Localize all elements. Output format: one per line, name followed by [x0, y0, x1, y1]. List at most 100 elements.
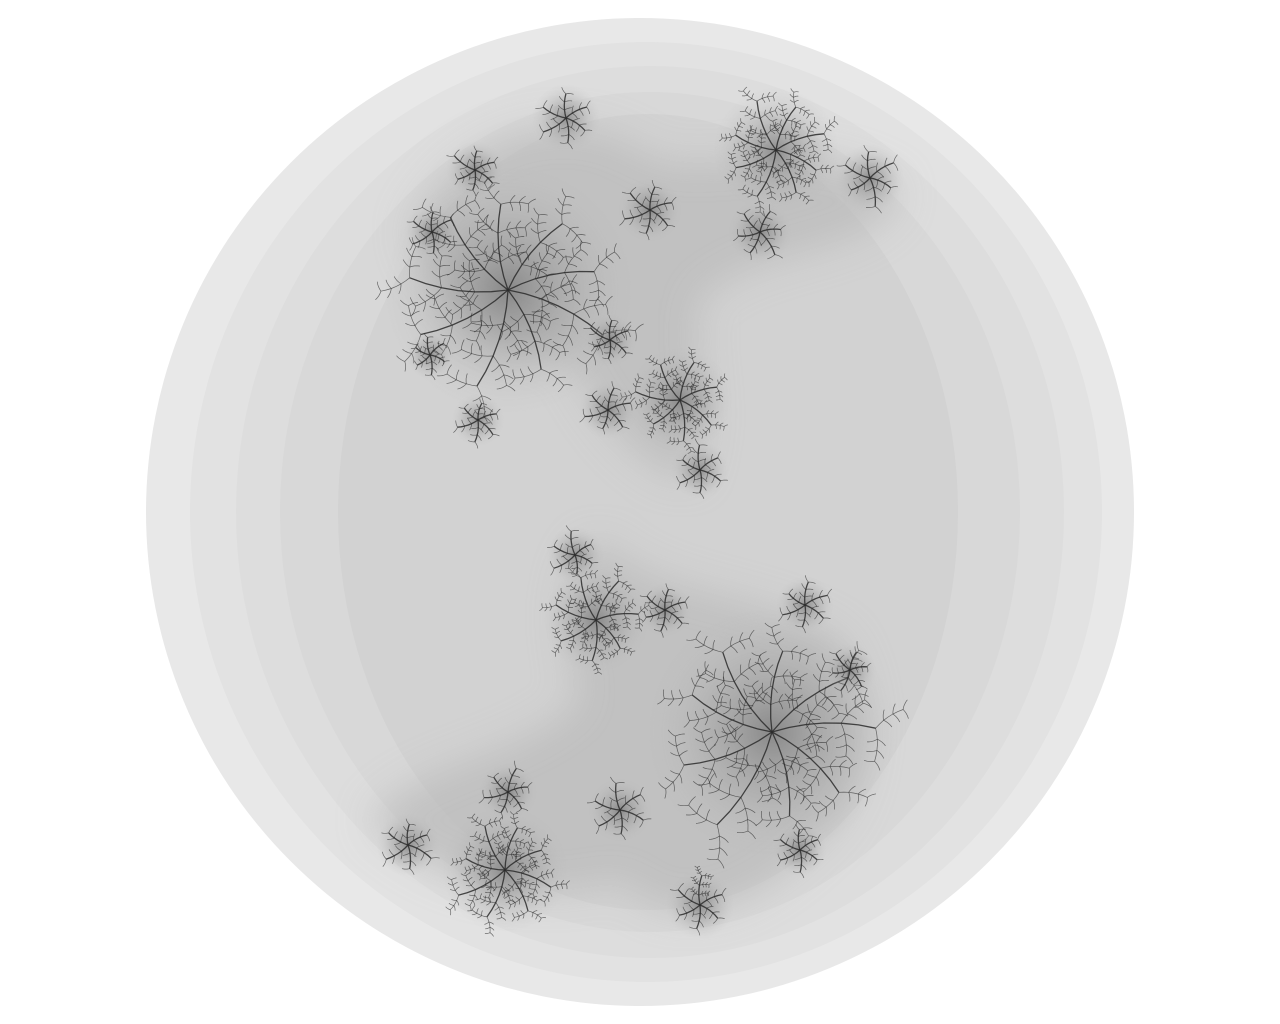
fractal-branch	[704, 892, 707, 896]
fractal-branch	[542, 895, 548, 898]
fractal-branch	[705, 669, 714, 676]
fractal-branch	[578, 102, 582, 110]
fractal-branch	[778, 108, 783, 112]
fractal-branch	[582, 646, 597, 649]
fractal-branch	[454, 179, 459, 185]
fractal-branch	[469, 212, 478, 215]
fractal-branch	[714, 668, 717, 678]
fractal-branch	[800, 123, 806, 126]
fractal-branch	[477, 220, 479, 230]
fractal-branch	[791, 651, 793, 660]
fractal-branch	[808, 154, 811, 159]
fractal-branch	[586, 100, 591, 108]
fractal-branch	[840, 699, 865, 724]
fractal-branch	[594, 793, 599, 802]
fractal-branch	[629, 192, 651, 211]
fractal-branch	[547, 252, 556, 258]
fractal-branch	[571, 566, 578, 569]
fractal-branch	[564, 272, 574, 300]
fractal-branch	[558, 96, 565, 103]
spiral-small-4	[733, 204, 786, 261]
fractal-branch	[519, 866, 524, 871]
fractal-branch	[560, 276, 565, 288]
fractal-branch	[571, 324, 579, 335]
fractal-branch	[594, 671, 599, 675]
fractal-branch	[591, 619, 598, 661]
fractal-branch	[715, 424, 717, 429]
fractal-branch	[829, 119, 831, 125]
fractal-branch	[866, 666, 869, 673]
fractal-branch	[766, 223, 771, 231]
fractal-branch	[705, 472, 708, 480]
fractal-branch	[424, 222, 428, 230]
fractal-branch	[810, 713, 822, 719]
fractal-branch	[571, 274, 578, 284]
fractal-branch	[670, 605, 676, 612]
fractal-branch	[433, 238, 440, 243]
fractal-branch	[841, 666, 845, 673]
fractal-branch	[614, 329, 617, 337]
fractal-branch	[517, 801, 525, 804]
fractal-branch	[802, 780, 811, 786]
fractal-branch	[767, 91, 771, 97]
fractal-branch	[565, 883, 568, 890]
fractal-branch	[863, 183, 866, 191]
fractal-branch	[782, 650, 809, 657]
fractal-branch	[467, 407, 472, 414]
fractal-branch	[602, 585, 608, 589]
fractal-branch	[569, 636, 575, 649]
fractal-branch	[519, 881, 522, 887]
fractal-branch	[654, 608, 660, 614]
fractal-branch	[483, 258, 493, 262]
fractal-branch	[455, 857, 459, 863]
fractal-branch	[814, 121, 820, 126]
fractal-branch	[406, 824, 410, 846]
fractal-branch	[755, 819, 763, 826]
fractal-branch	[543, 117, 567, 133]
fractal-branch	[693, 399, 698, 403]
fractal-branch	[496, 385, 507, 390]
fractal-branch	[694, 375, 697, 380]
fractal-branch	[823, 121, 835, 134]
fractal-branch	[550, 291, 559, 301]
fractal-branch	[527, 893, 532, 897]
fractal-branch	[616, 426, 623, 432]
spiral-small-17	[773, 823, 824, 879]
fractal-branch	[457, 271, 465, 279]
fractal-branch	[584, 633, 598, 637]
fractal-branch	[883, 719, 893, 728]
fractal-branch	[705, 366, 710, 369]
fractal-branch	[639, 595, 648, 597]
fractal-branch	[701, 728, 711, 733]
fractal-branch	[836, 667, 839, 674]
fractal-branch	[659, 597, 666, 604]
fractal-branch	[734, 709, 742, 717]
fractal-branch	[807, 176, 813, 180]
fractal-branch	[751, 149, 755, 154]
fractal-branch	[756, 775, 766, 784]
fractal-branch	[780, 224, 786, 230]
fractal-branch	[426, 858, 432, 866]
fractal-branch	[699, 469, 703, 493]
fractal-branch	[472, 294, 479, 304]
fractal-branch	[565, 525, 572, 532]
fractal-branch	[705, 664, 709, 674]
fractal-branch	[560, 134, 569, 137]
fractal-branch	[701, 477, 708, 483]
fractal-branch	[623, 602, 633, 614]
fractal-branch	[565, 117, 586, 131]
fractal-branch	[597, 413, 602, 421]
fractal-branch	[553, 550, 561, 554]
fractal-branch	[775, 106, 797, 151]
fractal-branch	[506, 346, 512, 355]
fractal-branch	[431, 219, 451, 233]
fractal-branch	[549, 892, 553, 897]
fractal-branch	[698, 782, 710, 786]
fractal-branch	[649, 202, 672, 211]
fractal-branch	[829, 124, 835, 128]
fractal-branch	[431, 223, 438, 226]
fractal-branch	[678, 415, 681, 420]
fractal-branch	[459, 280, 468, 288]
fractal-branch	[778, 614, 784, 622]
fractal-branch	[565, 93, 574, 95]
